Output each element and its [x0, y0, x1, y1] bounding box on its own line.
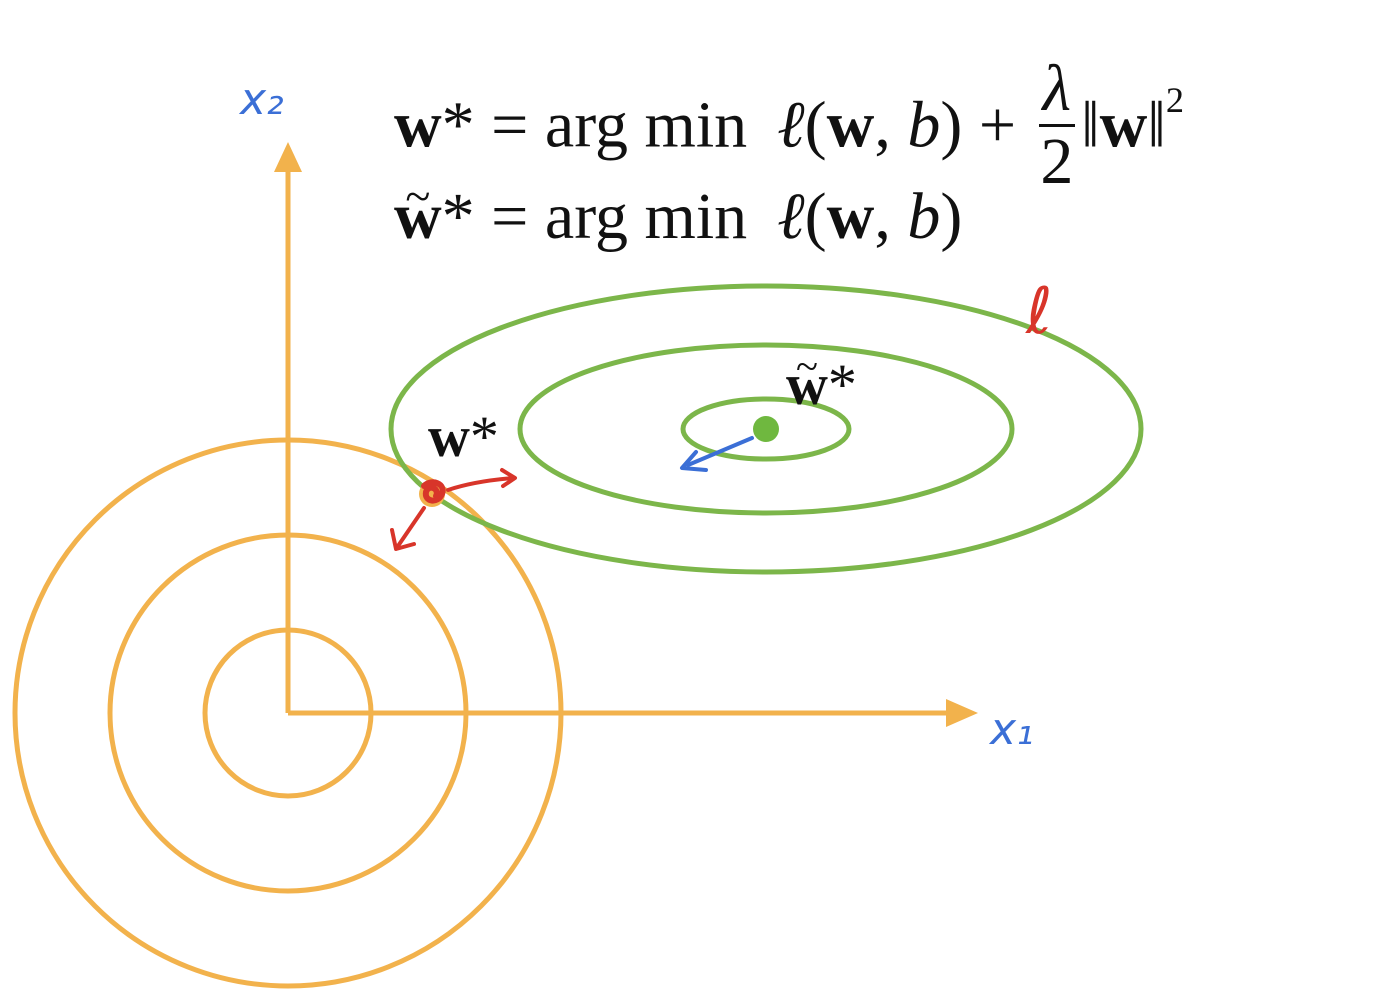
- unregularized-optimum-label: ~w*: [786, 346, 857, 414]
- unregularized-optimum-w-tilde: ~w: [786, 346, 828, 414]
- unregularized-equals: =: [474, 180, 545, 253]
- unregularized-optimum-star: *: [827, 352, 857, 417]
- unregularized-arg-w: w: [826, 180, 875, 253]
- regularized-lhs-star: *: [441, 88, 475, 162]
- norm-right-bars: ‖: [1147, 88, 1166, 162]
- regularized-optimum-point: [419, 479, 446, 507]
- unregularized-lhs-tilde: ~: [405, 170, 431, 222]
- regularized-equals: =: [474, 88, 545, 162]
- fraction-denominator-two: 2: [1040, 125, 1074, 198]
- loss-contour-middle: [517, 342, 1015, 516]
- x1-axis-arrowhead: [946, 699, 978, 727]
- fraction-numerator-lambda: λ: [1038, 56, 1076, 127]
- norm-w: w: [1099, 88, 1148, 162]
- unregularized-open-paren: (: [804, 180, 827, 253]
- unregularized-close-paren: ): [940, 180, 963, 253]
- unregularized-argmin: arg min: [544, 180, 748, 253]
- x1-axis-label: x₁: [990, 704, 1034, 755]
- unregularized-comma: ,: [874, 180, 908, 253]
- loss-contours: [388, 283, 1144, 575]
- regularized-optimum-w: w: [428, 404, 470, 469]
- regularized-optimum-star: *: [469, 404, 499, 469]
- unregularized-loss-symbol: ℓ: [777, 180, 805, 253]
- norm-left-bars: ‖: [1081, 88, 1100, 162]
- regularized-lhs-w: w: [394, 88, 442, 162]
- blue-gradient-arrow: [680, 436, 754, 472]
- unregularized-lhs-w-tilde: ~w: [394, 173, 442, 250]
- regularized-arg-b: b: [907, 88, 941, 162]
- loss-contour-inner: [680, 396, 852, 462]
- unregularized-arg-b: b: [907, 180, 941, 253]
- unregularized-optimum-tilde: ~: [795, 344, 818, 390]
- regularized-comma: ,: [874, 88, 908, 162]
- loss-contour-label: ℓ: [1026, 275, 1053, 349]
- regularized-close-paren: ): [940, 88, 963, 162]
- regularized-loss-symbol: ℓ: [777, 88, 805, 162]
- red-arrow-down-left: [390, 506, 426, 551]
- x2-axis-arrowhead: [274, 142, 302, 172]
- unregularized-lhs-star: *: [441, 180, 475, 253]
- red-arrow-right: [446, 468, 517, 492]
- regularized-argmin: arg min: [544, 88, 748, 162]
- unregularized-optimum-point: [753, 416, 779, 442]
- unregularized-lhs-w: w: [394, 180, 442, 253]
- unregularized-optimum-w: w: [786, 352, 828, 417]
- regularized-open-paren: (: [804, 88, 827, 162]
- x2-axis-label: x₂: [240, 74, 284, 125]
- regularized-arg-w: w: [826, 88, 875, 162]
- loss-contour-outer: [388, 283, 1144, 575]
- norm-power: 2: [1165, 80, 1185, 121]
- regularized-plus: +: [962, 88, 1033, 162]
- axes: [274, 142, 978, 727]
- regularized-optimum-label: w*: [428, 408, 499, 466]
